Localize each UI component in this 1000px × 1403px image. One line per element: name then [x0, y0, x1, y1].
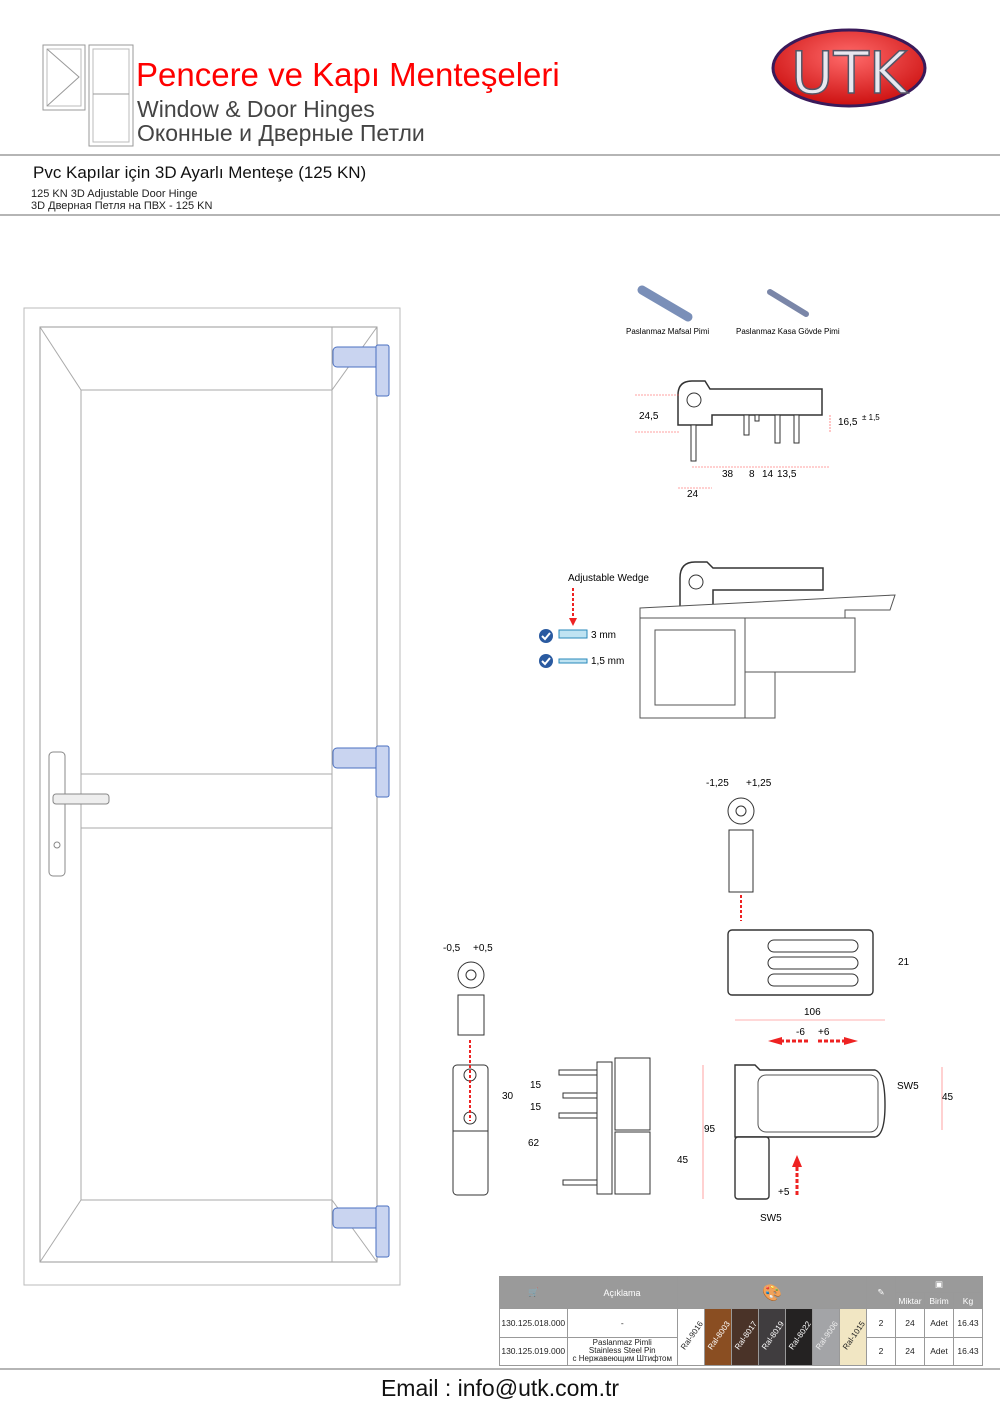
divider: [0, 154, 1000, 156]
qty: 24: [895, 1336, 925, 1366]
header-title-tr: Pencere ve Kapı Menteşeleri: [136, 56, 560, 93]
dim-label: ± 1,5: [862, 413, 880, 422]
dim-label: 8: [749, 469, 755, 480]
product-code: 130.125.018.000: [499, 1308, 568, 1338]
table-row: 130.125.018.000 - Ral-9016 Ral-8003 Ral-…: [499, 1308, 983, 1366]
dim-label: 106: [804, 1007, 821, 1018]
check-icon: [539, 654, 553, 668]
color-swatch: Ral-9006: [812, 1308, 840, 1366]
dim-label: 24: [687, 489, 699, 500]
color-swatch: Ral-8003: [704, 1308, 732, 1366]
dim-label: 21: [898, 957, 910, 968]
screws-count: 2: [866, 1336, 896, 1366]
unit-header: Birim: [924, 1292, 954, 1309]
door-elevation-drawing: [23, 307, 401, 1286]
palette-icon: 🎨: [677, 1276, 867, 1309]
header-title-en: Window & Door Hinges: [137, 96, 375, 122]
color-swatch: Ral-8019: [758, 1308, 786, 1366]
kg: 16.43: [953, 1336, 983, 1366]
utk-logo: UTK: [771, 28, 927, 108]
description-header: Açıklama: [567, 1276, 678, 1309]
pin-label: Paslanmaz Kasa Gövde Pimi: [736, 327, 840, 336]
dim-label: 16,5: [838, 417, 858, 428]
color-swatch: Ral-9016: [677, 1308, 705, 1366]
dim-label: 62: [528, 1138, 540, 1149]
svg-text:UTK: UTK: [791, 39, 909, 107]
dim-label: 30: [502, 1091, 514, 1102]
wedge-option-3mm[interactable]: 3 mm: [591, 630, 616, 641]
dim-label: 45: [942, 1092, 954, 1103]
pins-drawing: [637, 285, 809, 322]
divider: [0, 1368, 1000, 1370]
profile-section-drawing: [539, 561, 896, 719]
wedge-label: Adjustable Wedge: [568, 573, 649, 584]
product-title-tr: Pvc Kapılar için 3D Ayarlı Menteşe (125 …: [33, 163, 367, 182]
kg-header: Kg: [953, 1292, 983, 1309]
dim-label: SW5: [760, 1213, 782, 1224]
dim-label: 15: [530, 1080, 542, 1091]
kg: 16.43: [953, 1308, 983, 1338]
divider: [0, 214, 1000, 216]
dim-label: +5: [778, 1187, 790, 1198]
product-description: -: [566, 1308, 678, 1338]
wedge-option-1-5mm[interactable]: 1,5 mm: [591, 656, 625, 667]
hinge-front-view-drawing: [702, 1019, 943, 1200]
dim-label: 45: [677, 1155, 689, 1166]
dim-label: 95: [704, 1124, 716, 1135]
product-spec-table: 🛒 Açıklama 🎨 ✎ ▣ Miktar Birim Kg 130.125…: [499, 1276, 983, 1366]
top-adjustment-drawing: [727, 797, 874, 996]
color-swatch: Ral-8022: [785, 1308, 813, 1366]
dim-label: 14: [762, 469, 774, 480]
dim-label: +1,25: [746, 778, 772, 789]
hinge-icon: [332, 344, 390, 1258]
dim-label: 13,5: [777, 469, 797, 480]
check-icon: [539, 629, 553, 643]
left-adjustment-drawing: [452, 961, 489, 1196]
cart-icon: 🛒: [499, 1276, 567, 1309]
dim-label: +6: [818, 1027, 830, 1038]
dim-label: 15: [530, 1102, 542, 1113]
hinge-side-view-drawing: [635, 380, 831, 489]
pin-label: Paslanmaz Mafsal Pimi: [626, 327, 710, 336]
dim-label: 24,5: [639, 411, 659, 422]
unit: Adet: [924, 1336, 954, 1366]
header-title-ru: Оконные и Дверные Петли: [137, 120, 425, 146]
dim-label: -6: [796, 1027, 805, 1038]
color-swatch: Ral-8017: [731, 1308, 759, 1366]
footer-email[interactable]: Email : info@utk.com.tr: [380, 1375, 620, 1401]
dim-label: -1,25: [706, 778, 729, 789]
product-code: 130.125.019.000: [499, 1336, 568, 1366]
qty-header: Miktar: [895, 1292, 925, 1309]
unit: Adet: [924, 1308, 954, 1338]
dim-label: 38: [722, 469, 734, 480]
window-door-logo-icon: [42, 44, 134, 147]
dim-label: -0,5: [443, 943, 461, 954]
hinge-profile-drawing: [558, 1057, 651, 1195]
product-title-en: 125 KN 3D Adjustable Door Hinge: [31, 188, 198, 200]
qty: 24: [895, 1308, 925, 1338]
screw-icon: ✎: [866, 1276, 896, 1309]
dim-label: +0,5: [473, 943, 493, 954]
color-swatch: Ral-1015: [839, 1308, 867, 1366]
product-title-ru: 3D Дверная Петля на ПВХ - 125 KN: [31, 200, 213, 212]
dim-label: SW5: [897, 1081, 919, 1092]
screws-count: 2: [866, 1308, 896, 1338]
box-icon: ▣: [895, 1276, 983, 1293]
